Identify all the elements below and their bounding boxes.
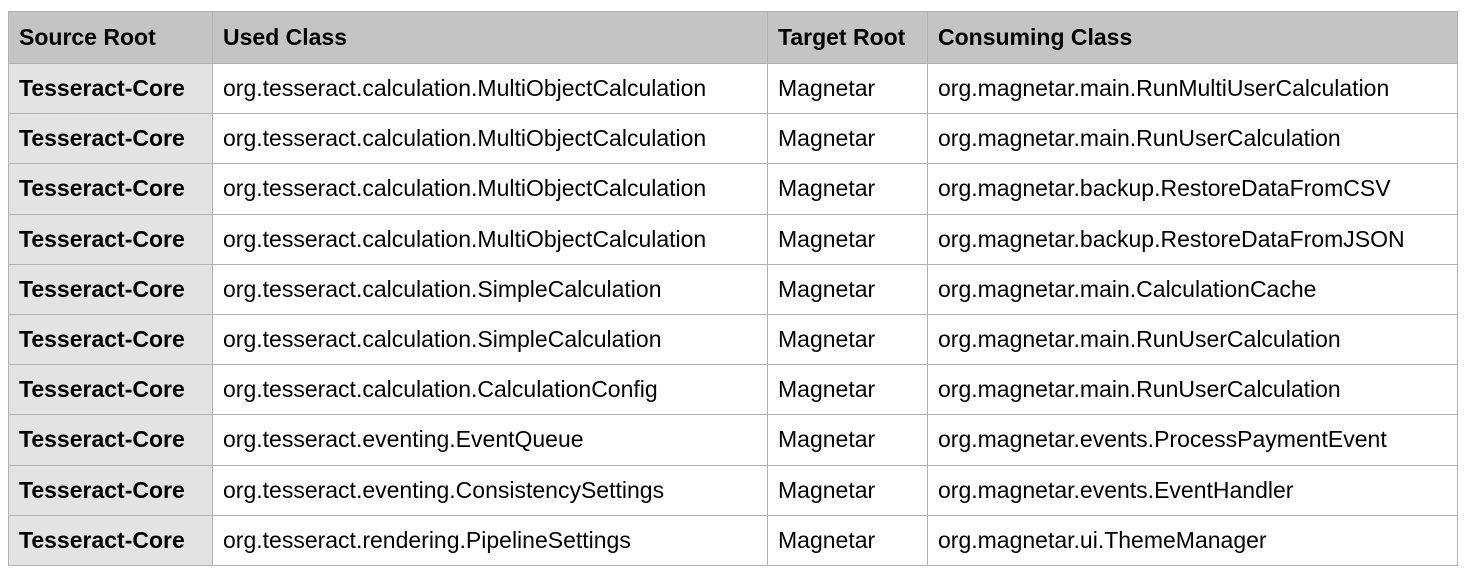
table-row: Tesseract-Core org.tesseract.calculation… [8, 163, 1458, 215]
header-row: Source Root Used Class Target Root Consu… [8, 11, 1458, 64]
table-row: Tesseract-Core org.tesseract.calculation… [8, 62, 1458, 115]
source-root-cell: Tesseract-Core [8, 364, 213, 416]
target-root-cell: Magnetar [767, 313, 928, 366]
consuming-class-cell: org.magnetar.main.RunMultiUserCalculatio… [927, 62, 1458, 115]
used-class-cell: org.tesseract.calculation.MultiObjectCal… [212, 62, 768, 115]
target-root-cell: Magnetar [767, 163, 928, 215]
target-root-cell: Magnetar [767, 213, 928, 265]
consuming-class-cell: org.magnetar.main.RunUserCalculation [927, 113, 1458, 165]
source-root-cell: Tesseract-Core [8, 113, 213, 165]
source-root-cell: Tesseract-Core [8, 213, 213, 265]
consuming-class-cell: org.magnetar.ui.ThemeManager [927, 514, 1458, 566]
consuming-class-cell: org.magnetar.backup.RestoreDataFromCSV [927, 163, 1458, 215]
source-root-cell: Tesseract-Core [8, 414, 213, 466]
header-source-root: Source Root [8, 11, 213, 64]
table-row: Tesseract-Core org.tesseract.calculation… [8, 263, 1458, 315]
header-consuming-class: Consuming Class [927, 11, 1458, 64]
used-class-cell: org.tesseract.calculation.SimpleCalculat… [212, 263, 768, 315]
source-root-cell: Tesseract-Core [8, 163, 213, 215]
table-row: Tesseract-Core org.tesseract.calculation… [8, 113, 1458, 165]
target-root-cell: Magnetar [767, 514, 928, 566]
table-body: Tesseract-Core org.tesseract.calculation… [8, 62, 1458, 566]
consuming-class-cell: org.magnetar.main.CalculationCache [927, 263, 1458, 315]
used-class-cell: org.tesseract.calculation.MultiObjectCal… [212, 213, 768, 265]
dependency-table-container: Source Root Used Class Target Root Consu… [8, 11, 1458, 566]
target-root-cell: Magnetar [767, 364, 928, 416]
used-class-cell: org.tesseract.calculation.MultiObjectCal… [212, 113, 768, 165]
consuming-class-cell: org.magnetar.events.EventHandler [927, 464, 1458, 516]
table-row: Tesseract-Core org.tesseract.calculation… [8, 313, 1458, 366]
consuming-class-cell: org.magnetar.backup.RestoreDataFromJSON [927, 213, 1458, 265]
used-class-cell: org.tesseract.calculation.MultiObjectCal… [212, 163, 768, 215]
consuming-class-cell: org.magnetar.main.RunUserCalculation [927, 313, 1458, 366]
target-root-cell: Magnetar [767, 464, 928, 516]
target-root-cell: Magnetar [767, 113, 928, 165]
source-root-cell: Tesseract-Core [8, 514, 213, 566]
header-used-class: Used Class [212, 11, 768, 64]
table-header: Source Root Used Class Target Root Consu… [8, 11, 1458, 64]
source-root-cell: Tesseract-Core [8, 464, 213, 516]
used-class-cell: org.tesseract.eventing.ConsistencySettin… [212, 464, 768, 516]
used-class-cell: org.tesseract.rendering.PipelineSettings [212, 514, 768, 566]
consuming-class-cell: org.magnetar.main.RunUserCalculation [927, 364, 1458, 416]
source-root-cell: Tesseract-Core [8, 263, 213, 315]
dependency-table: Source Root Used Class Target Root Consu… [8, 11, 1458, 566]
source-root-cell: Tesseract-Core [8, 313, 213, 366]
used-class-cell: org.tesseract.calculation.CalculationCon… [212, 364, 768, 416]
table-row: Tesseract-Core org.tesseract.rendering.P… [8, 514, 1458, 566]
table-row: Tesseract-Core org.tesseract.eventing.Ev… [8, 414, 1458, 466]
target-root-cell: Magnetar [767, 62, 928, 115]
target-root-cell: Magnetar [767, 414, 928, 466]
used-class-cell: org.tesseract.eventing.EventQueue [212, 414, 768, 466]
table-row: Tesseract-Core org.tesseract.eventing.Co… [8, 464, 1458, 516]
table-row: Tesseract-Core org.tesseract.calculation… [8, 364, 1458, 416]
consuming-class-cell: org.magnetar.events.ProcessPaymentEvent [927, 414, 1458, 466]
target-root-cell: Magnetar [767, 263, 928, 315]
source-root-cell: Tesseract-Core [8, 62, 213, 115]
header-target-root: Target Root [767, 11, 928, 64]
table-row: Tesseract-Core org.tesseract.calculation… [8, 213, 1458, 265]
used-class-cell: org.tesseract.calculation.SimpleCalculat… [212, 313, 768, 366]
